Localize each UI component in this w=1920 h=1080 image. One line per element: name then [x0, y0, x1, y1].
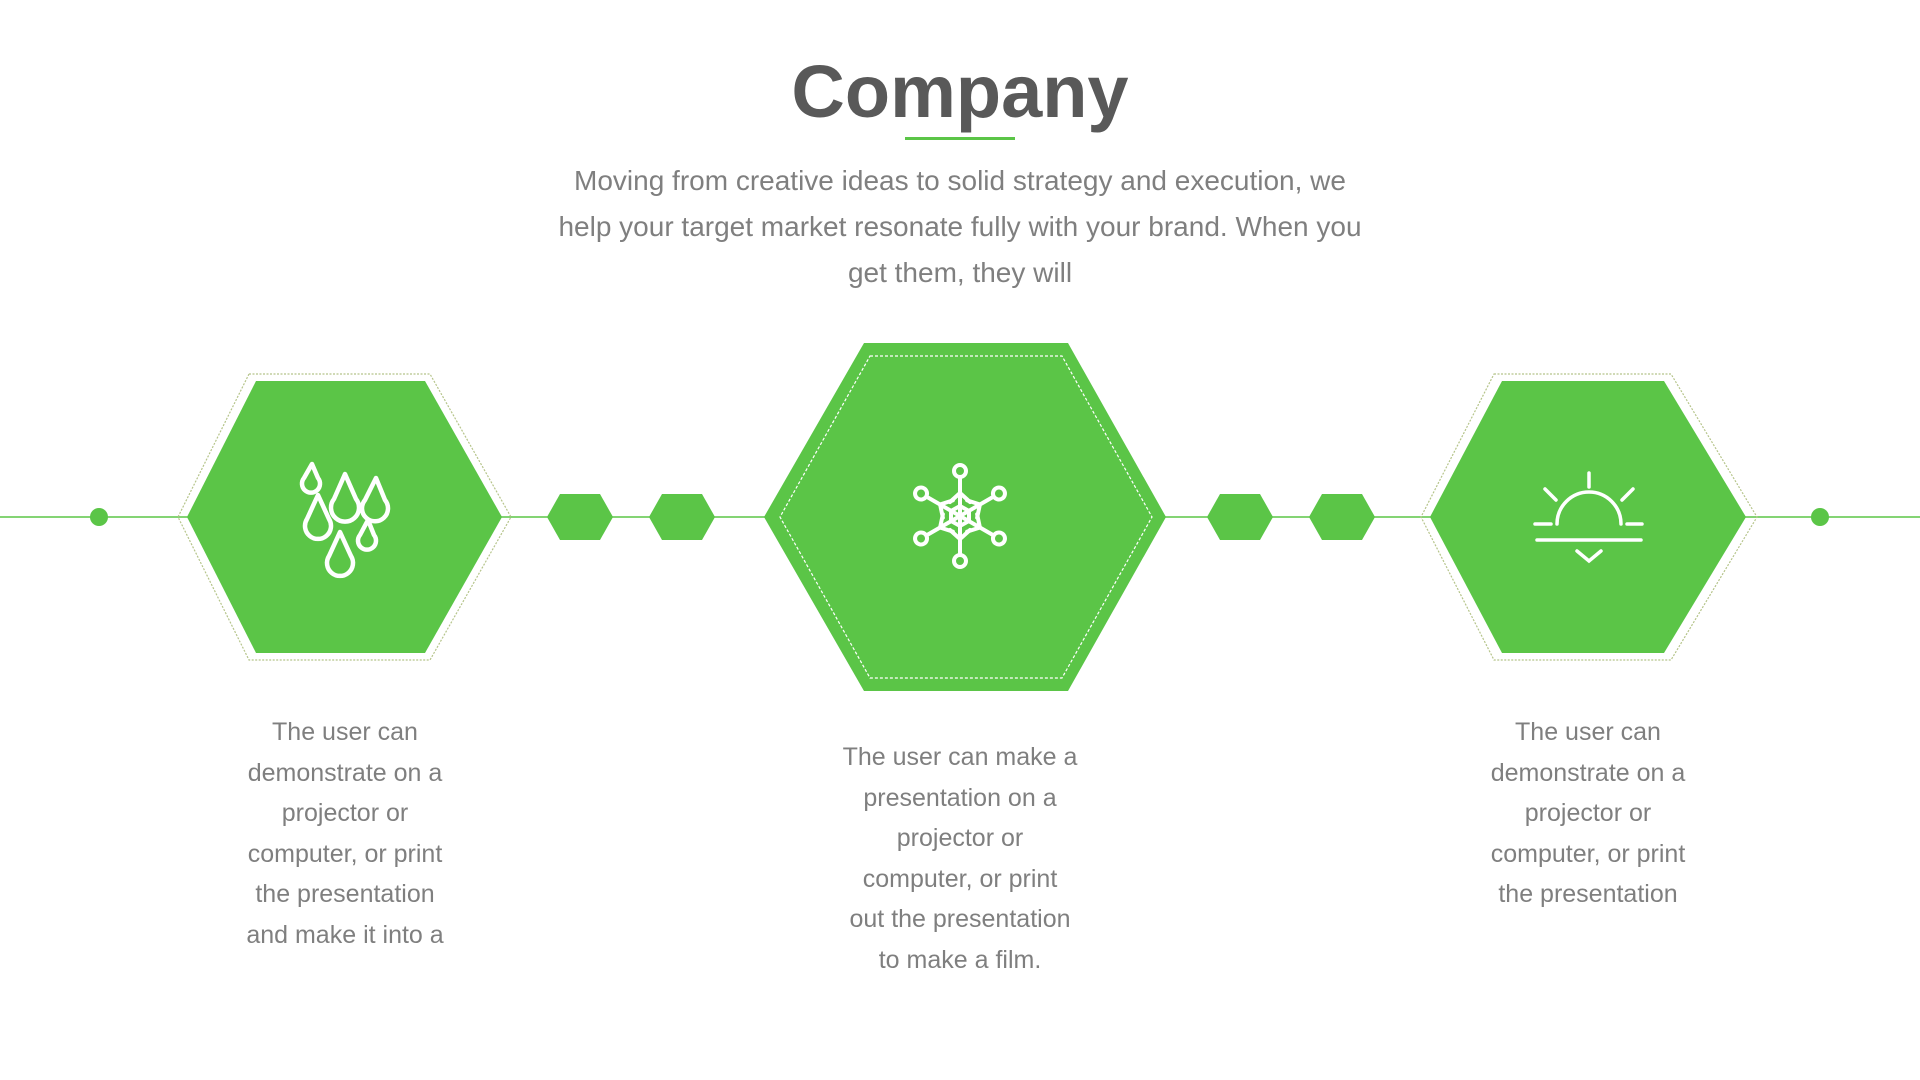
subtitle-line: get them, they will [847, 257, 1073, 288]
subtitle-line: Moving from creative ideas to solid stra… [574, 165, 1346, 196]
connector-hexagon [649, 494, 715, 540]
caption-line: out the presentation [849, 905, 1071, 933]
timeline-dot-left [90, 508, 108, 526]
caption-line: demonstrate on a [1490, 758, 1686, 787]
slide-title: Company [791, 50, 1129, 133]
hexagon-fill [187, 381, 502, 653]
caption-line: the presentation [255, 880, 435, 908]
snowflake-icon [908, 463, 1012, 569]
caption-line: the presentation [1498, 880, 1678, 908]
timeline-dot-right [1811, 508, 1829, 526]
slide-subtitle: Moving from creative ideas to solid stra… [510, 158, 1410, 296]
caption-line: and make it into a [246, 920, 444, 949]
caption-left: The user can demonstrate on a projector … [210, 712, 480, 955]
hexagon-outline [1420, 373, 1758, 661]
hexagon-inner-outline [779, 355, 1153, 679]
caption-line: The user can make a [842, 743, 1078, 771]
connector-hexagon [1207, 494, 1273, 540]
caption-line: computer, or print [247, 839, 443, 868]
caption-line: demonstrate on a [247, 758, 443, 787]
caption-line: projector or [896, 824, 1024, 852]
caption-line: presentation on a [863, 783, 1057, 812]
caption-line: computer, or print [862, 864, 1058, 893]
hexagon-fill [1430, 381, 1746, 653]
subtitle-line: help your target market resonate fully w… [558, 211, 1362, 242]
caption-right: The user can demonstrate on a projector … [1453, 712, 1723, 915]
hexagon-item-center [764, 343, 1166, 691]
caption-line: projector or [281, 799, 409, 827]
caption-line: computer, or print [1490, 839, 1686, 868]
caption-line: The user can [1515, 718, 1661, 746]
connector-hexagon [547, 494, 613, 540]
title-underline [905, 137, 1015, 140]
caption-line: projector or [1524, 799, 1652, 827]
caption-line: The user can [272, 718, 418, 746]
raindrops-icon [299, 461, 391, 579]
hexagon-item-right [1420, 373, 1758, 661]
connector-hexagon [1309, 494, 1375, 540]
caption-line: to make a film. [878, 945, 1042, 974]
caption-center: The user can make a presentation on a pr… [820, 737, 1100, 980]
sunset-icon [1533, 471, 1644, 564]
hexagon-item-left [177, 373, 512, 661]
